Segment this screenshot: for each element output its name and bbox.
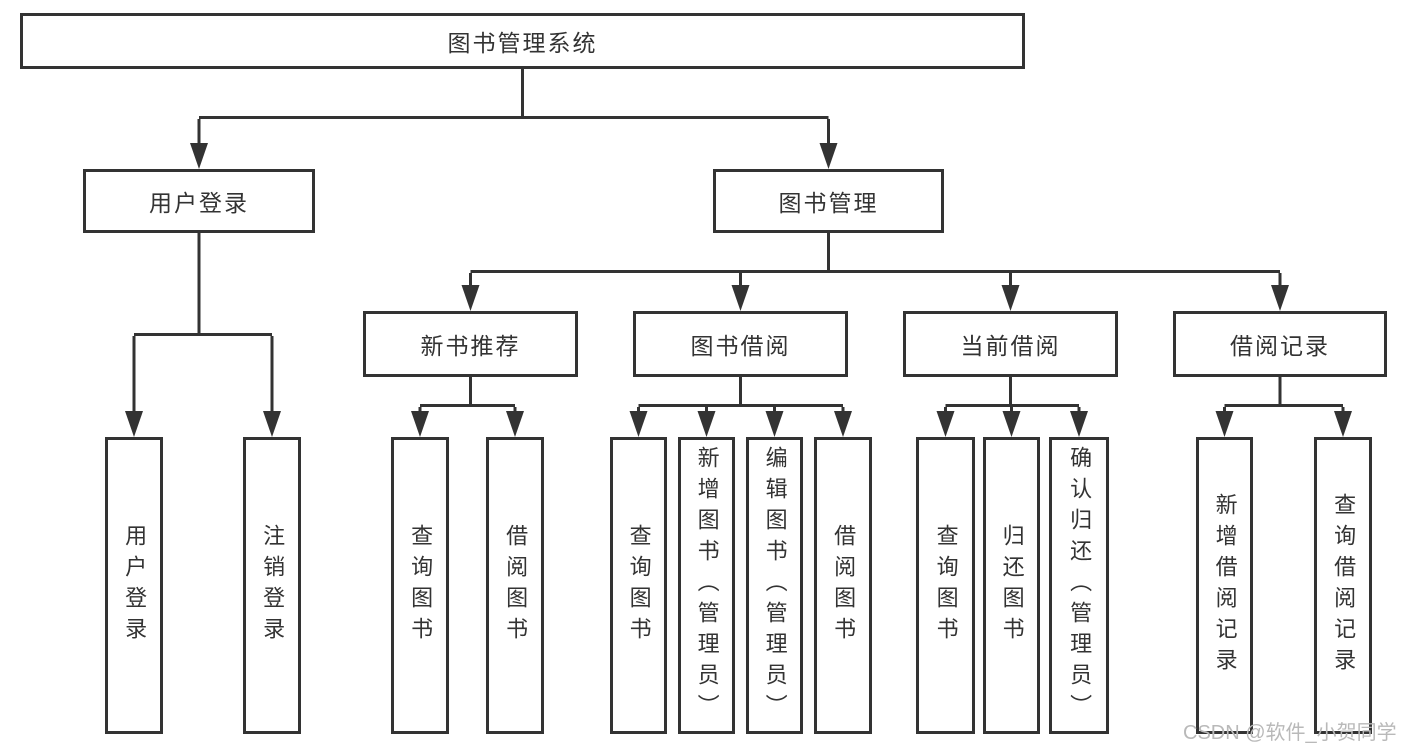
leaf-query-borrow-record: 查询借阅记录 [1314,437,1372,734]
leaf-logout-label: 注销登录 [260,523,286,648]
leaf-confirm-return-admin-label: 确认归还（管理员） [1067,446,1093,725]
node-book-borrow: 图书借阅 [633,311,848,377]
leaf-borrow-book-borrow: 借阅图书 [814,437,872,734]
connector-userlogin-to-leaves [125,233,281,437]
watermark: CSDN @软件_小贺同学 [1183,722,1397,744]
node-book-management: 图书管理 [713,169,944,233]
leaf-query-borrow-record-label: 查询借阅记录 [1331,492,1357,679]
leaf-add-borrow-record-label: 新增借阅记录 [1212,492,1238,679]
node-borrow-records-label: 借阅记录 [1230,333,1330,359]
node-root: 图书管理系统 [20,13,1025,69]
node-root-label: 图书管理系统 [447,30,598,56]
node-current-borrow-label: 当前借阅 [960,333,1061,359]
leaf-user-login-label: 用户登录 [122,523,148,648]
leaf-add-book-admin: 新增图书（管理员） [678,437,735,734]
node-user-login-label: 用户登录 [149,190,249,216]
node-new-book-recommend: 新书推荐 [363,311,578,377]
leaf-query-book-current-label: 查询图书 [933,523,959,648]
node-current-borrow: 当前借阅 [903,311,1118,377]
leaf-logout: 注销登录 [243,437,301,734]
node-user-login: 用户登录 [83,169,315,233]
leaf-return-book: 归还图书 [983,437,1040,734]
connector-recommend-to-leaves [411,377,524,437]
leaf-return-book-label: 归还图书 [999,523,1025,648]
leaf-query-book-borrow-label: 查询图书 [626,523,652,648]
leaf-borrow-book-recommend-label: 借阅图书 [503,523,529,648]
node-borrow-records: 借阅记录 [1173,311,1387,377]
node-book-management-label: 图书管理 [778,190,879,216]
leaf-borrow-book-recommend: 借阅图书 [486,437,544,734]
leaf-query-book-current: 查询图书 [916,437,975,734]
connector-records-to-leaves [1215,377,1352,437]
connector-root-to-level2 [190,69,838,169]
leaf-borrow-book-borrow-label: 借阅图书 [831,523,857,648]
connector-management-to-level3 [461,233,1289,311]
leaf-add-borrow-record: 新增借阅记录 [1196,437,1253,734]
leaf-edit-book-admin-label: 编辑图书（管理员） [762,446,788,725]
leaf-edit-book-admin: 编辑图书（管理员） [746,437,803,734]
connector-borrow-to-leaves [629,377,852,437]
leaf-confirm-return-admin: 确认归还（管理员） [1049,437,1109,734]
leaf-add-book-admin-label: 新增图书（管理员） [694,446,720,725]
leaf-user-login: 用户登录 [105,437,163,734]
node-new-book-recommend-label: 新书推荐 [420,333,521,359]
leaf-query-book-borrow: 查询图书 [610,437,667,734]
leaf-query-book-recommend-label: 查询图书 [408,523,434,648]
leaf-query-book-recommend: 查询图书 [391,437,449,734]
node-book-borrow-label: 图书借阅 [690,333,791,359]
connector-current-to-leaves [936,377,1088,437]
